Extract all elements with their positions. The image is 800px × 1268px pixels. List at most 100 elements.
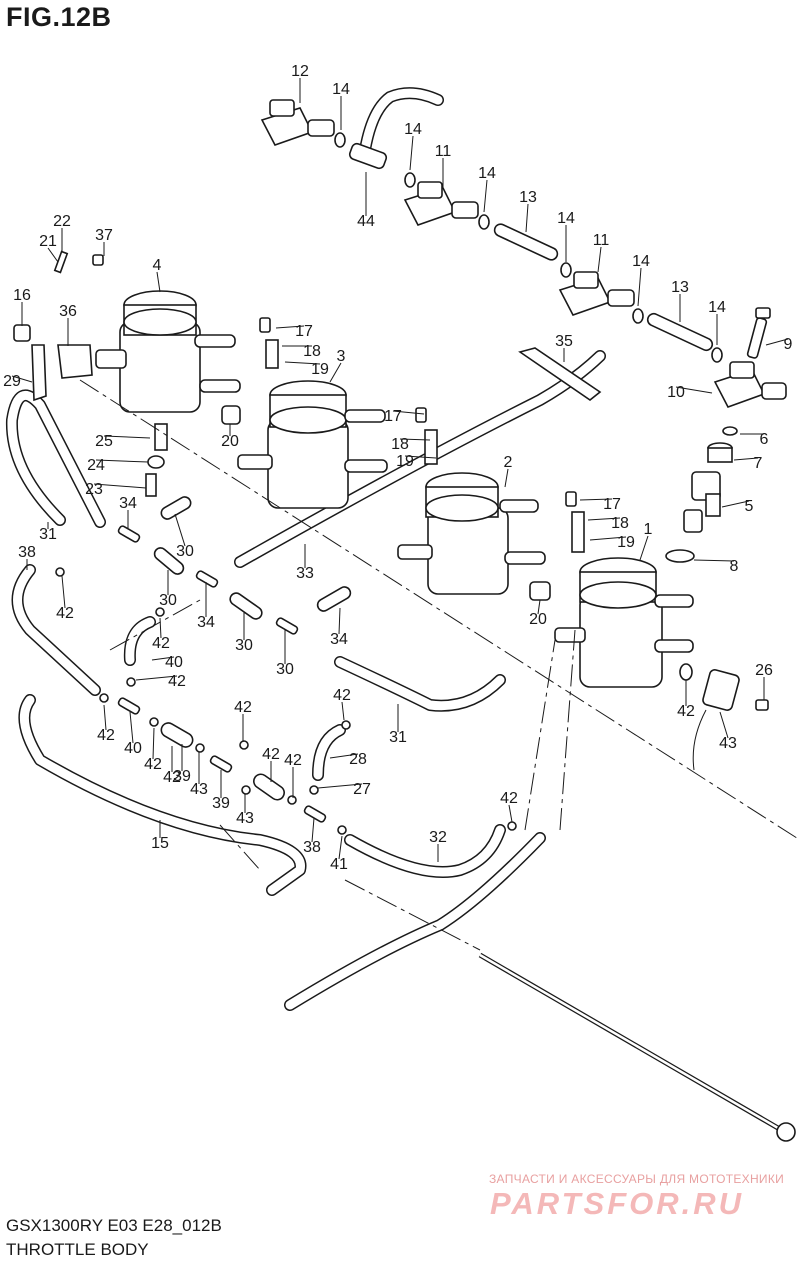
part-number-label: 43 bbox=[236, 810, 254, 827]
leader-line bbox=[152, 727, 155, 760]
part-number-label: 14 bbox=[332, 81, 350, 98]
leader-line bbox=[675, 386, 713, 394]
hose-38-left bbox=[11, 564, 101, 696]
part-number-label: 19 bbox=[311, 361, 329, 378]
part-number-label: 40 bbox=[124, 740, 142, 757]
leader-line bbox=[399, 438, 431, 441]
leader-line bbox=[93, 483, 147, 489]
part-number-label: 42 bbox=[163, 769, 181, 786]
leader-line bbox=[103, 435, 151, 439]
part-number-label: 20 bbox=[221, 433, 239, 450]
part-number-label: 13 bbox=[519, 189, 537, 206]
hose-32 bbox=[284, 832, 546, 1011]
part-number-label: 38 bbox=[303, 839, 321, 856]
hose-41 bbox=[18, 694, 307, 896]
part-number-label: 19 bbox=[396, 453, 414, 470]
hose-44 bbox=[348, 87, 444, 170]
leader-line bbox=[504, 468, 509, 488]
part-number-label: 42 bbox=[152, 635, 170, 652]
part-number-label: 39 bbox=[212, 795, 230, 812]
leader-line bbox=[275, 325, 305, 329]
leader-line bbox=[525, 203, 529, 233]
part-number-label: 42 bbox=[234, 699, 252, 716]
part-number-label: 33 bbox=[296, 565, 314, 582]
fuel-rail-15 bbox=[478, 952, 796, 1142]
leader-line bbox=[733, 457, 759, 461]
leader-line bbox=[311, 817, 315, 843]
leader-line bbox=[47, 247, 59, 263]
part-number-label: 38 bbox=[18, 544, 36, 561]
leader-line bbox=[284, 361, 321, 365]
part-number-label: 30 bbox=[276, 661, 294, 678]
part-number-label: 18 bbox=[611, 515, 629, 532]
leader-line bbox=[587, 517, 621, 521]
part-number-label: 24 bbox=[87, 457, 105, 474]
part-number-label: 42 bbox=[333, 687, 351, 704]
hose-38-right bbox=[344, 824, 506, 878]
part-number-label: 13 bbox=[671, 279, 689, 296]
bolt-9 bbox=[746, 307, 771, 359]
part-number-label: 30 bbox=[235, 637, 253, 654]
part-number-label: 36 bbox=[59, 303, 77, 320]
leader-line bbox=[537, 599, 541, 615]
leader-line bbox=[579, 498, 613, 501]
part-number-label: 41 bbox=[330, 856, 348, 873]
section-name: THROTTLE BODY bbox=[6, 1240, 149, 1259]
leader-line bbox=[317, 783, 363, 789]
part-number-label: 35 bbox=[555, 333, 573, 350]
joint-11-upper bbox=[403, 181, 479, 226]
watermark-tagline: ЗАПЧАСТИ И АКСЕССУАРЫ ДЛЯ МОТОТЕХНИКИ bbox=[489, 1172, 785, 1186]
leader-line bbox=[765, 338, 789, 346]
part-number-label: 5 bbox=[745, 498, 754, 515]
hose-31-left bbox=[5, 389, 106, 528]
part-number-label: 2 bbox=[504, 454, 513, 471]
leader-line bbox=[11, 375, 33, 383]
part-number-label: 31 bbox=[39, 526, 57, 543]
short-hoses-30 bbox=[153, 496, 352, 801]
leader-lines bbox=[11, 78, 789, 862]
throttle-body-2 bbox=[397, 472, 546, 595]
injector-parts-5-6-7-8 bbox=[665, 426, 738, 563]
leader-line bbox=[159, 617, 162, 639]
part-number-label: 22 bbox=[53, 213, 71, 230]
part-number-label: 27 bbox=[353, 781, 371, 798]
part-number-label: 14 bbox=[708, 299, 726, 316]
part-number-label: 32 bbox=[429, 829, 447, 846]
part-number-label: 11 bbox=[435, 143, 452, 160]
part-number-label: 12 bbox=[291, 63, 309, 80]
part-number-label: 34 bbox=[330, 631, 348, 648]
leader-line bbox=[719, 711, 729, 739]
throttle-body-1 bbox=[554, 557, 694, 688]
part-number-label: 42 bbox=[97, 727, 115, 744]
sensor-26-27-28 bbox=[679, 663, 769, 771]
part-number-label: 19 bbox=[617, 534, 635, 551]
leader-line bbox=[693, 559, 735, 562]
joints-34-43 bbox=[117, 525, 327, 823]
leader-line bbox=[329, 753, 359, 759]
leader-line bbox=[721, 500, 750, 508]
part-number-label: 14 bbox=[478, 165, 496, 182]
part-number-label: 18 bbox=[303, 343, 321, 360]
part-number-label: 44 bbox=[357, 213, 375, 230]
watermark-logo: PARTSFOR.RU bbox=[490, 1186, 745, 1221]
part-number-label: 39 bbox=[173, 768, 191, 785]
part-number-label: 26 bbox=[755, 662, 773, 679]
part-number-label: 43 bbox=[190, 781, 208, 798]
model-code: GSX1300RY E03 E28_012B bbox=[6, 1216, 222, 1235]
o-rings-14 bbox=[334, 132, 723, 363]
part-number-label: 1 bbox=[644, 521, 653, 538]
leader-line bbox=[589, 536, 627, 541]
part-number-label: 42 bbox=[284, 752, 302, 769]
leader-line bbox=[329, 362, 342, 383]
leader-line bbox=[409, 135, 414, 171]
part-number-label: 42 bbox=[677, 703, 695, 720]
part-number-label: 42 bbox=[56, 605, 74, 622]
part-number-label: 40 bbox=[165, 654, 183, 671]
part-number-label: 14 bbox=[404, 121, 422, 138]
part-number-label: 6 bbox=[760, 431, 769, 448]
part-number-label: 17 bbox=[384, 408, 402, 425]
part-number-label: 14 bbox=[557, 210, 575, 227]
part-number-label: 30 bbox=[159, 592, 177, 609]
